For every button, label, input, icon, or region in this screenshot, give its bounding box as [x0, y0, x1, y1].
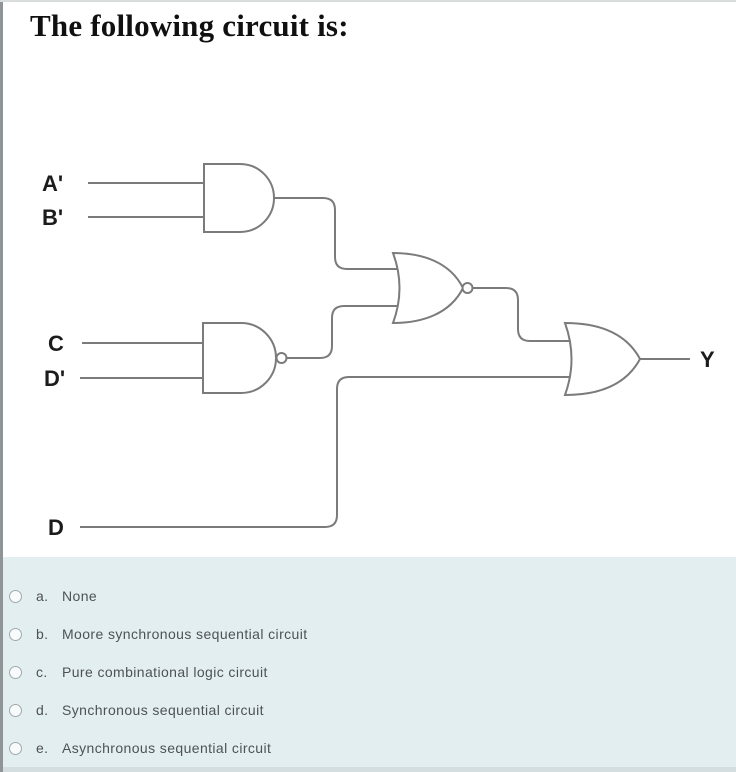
- nand-gate: [202, 322, 277, 394]
- nor-bubble-icon: [461, 282, 474, 294]
- option-letter: e.: [36, 740, 49, 756]
- radio-option-b[interactable]: [9, 627, 22, 641]
- or-gate: [563, 321, 642, 397]
- and-gate: [203, 163, 275, 233]
- question-title: The following circuit is:: [30, 8, 349, 43]
- top-border: [0, 0, 736, 2]
- option-label: Moore synchronous sequential circuit: [62, 626, 308, 642]
- option-label: Synchronous sequential circuit: [62, 702, 264, 718]
- option-label: Pure combinational logic circuit: [62, 664, 268, 680]
- wire-and-to-nor: [274, 197, 404, 270]
- question-area: The following circuit is: A' B' C D': [30, 8, 715, 540]
- option-row-c[interactable]: c. Pure combinational logic circuit: [0, 653, 736, 691]
- radio-option-e[interactable]: [9, 741, 22, 755]
- radio-option-d[interactable]: [9, 703, 22, 717]
- option-row-b[interactable]: b. Moore synchronous sequential circuit: [0, 615, 736, 653]
- option-label: Asynchronous sequential circuit: [62, 740, 272, 756]
- wire-nor-to-or: [472, 287, 580, 342]
- label-output-y: Y: [700, 347, 715, 372]
- nand-bubble-icon: [275, 352, 288, 364]
- option-letter: d.: [36, 702, 49, 718]
- option-row-e[interactable]: e. Asynchronous sequential circuit: [0, 729, 736, 767]
- option-letter: a.: [36, 588, 49, 604]
- label-input-d: D: [48, 515, 64, 540]
- option-letter: b.: [36, 626, 49, 642]
- option-row-d[interactable]: d. Synchronous sequential circuit: [0, 691, 736, 729]
- option-row-a[interactable]: a. None: [0, 577, 736, 615]
- label-input-c: C: [48, 331, 64, 356]
- wire-input-d: [80, 376, 580, 528]
- bottom-edge: [0, 767, 736, 772]
- label-input-b: B': [42, 205, 63, 230]
- option-label: None: [62, 588, 98, 604]
- left-border: [0, 0, 3, 772]
- answer-options-panel: a. None b. Moore synchronous sequential …: [0, 557, 736, 772]
- label-input-a: A': [42, 171, 63, 196]
- nor-gate: [391, 251, 465, 325]
- option-letter: c.: [36, 664, 48, 680]
- radio-option-c[interactable]: [9, 665, 22, 679]
- wire-nand-to-nor: [286, 305, 404, 359]
- logic-circuit-diagram: A' B' C D' D Y: [42, 163, 715, 540]
- radio-option-a[interactable]: [9, 589, 22, 603]
- label-input-dprime: D': [44, 366, 65, 391]
